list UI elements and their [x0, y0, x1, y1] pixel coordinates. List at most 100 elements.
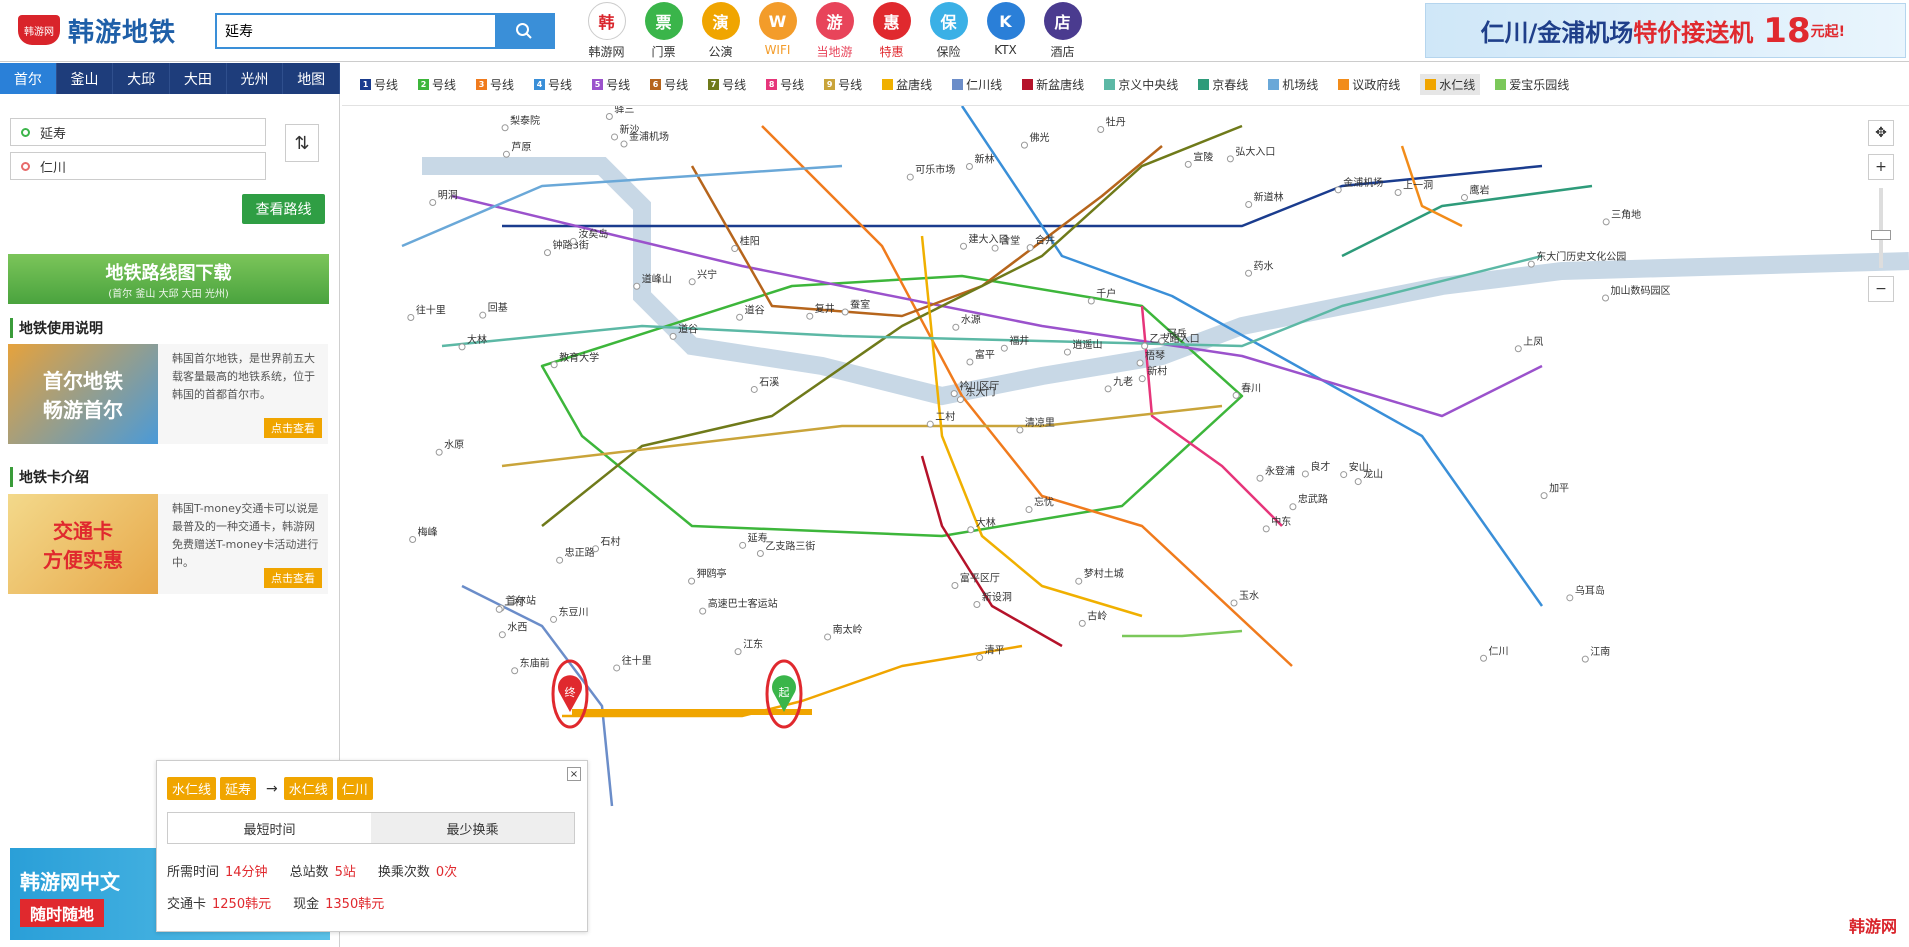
line-tab[interactable]: 新盆唐线 — [1022, 76, 1084, 93]
map-download-banner[interactable]: 地铁路线图下载 (首尔 釜山 大邱 大田 光州) — [8, 254, 329, 304]
usage-card[interactable]: 首尔地铁 畅游首尔 韩国首尔地铁，是世界前五大载客量最高的地铁系统，位于韩国的首… — [8, 344, 328, 444]
line-tab[interactable]: 京义中央线 — [1104, 76, 1178, 93]
station-label: 梨泰院 — [510, 114, 540, 127]
line-tab[interactable]: 水仁线 — [1420, 73, 1481, 95]
city-tab[interactable]: 地图 — [283, 63, 341, 94]
zoom-slider[interactable] — [1871, 188, 1891, 268]
station-dot — [1245, 200, 1253, 208]
station-dot — [620, 140, 628, 148]
city-tab[interactable]: 光州 — [227, 63, 284, 94]
tab-least-transfer[interactable]: 最少换乘 — [371, 813, 574, 843]
zoom-slider-handle[interactable] — [1871, 230, 1891, 240]
query-route-button[interactable]: 查看路线 — [242, 194, 325, 224]
from-station-field[interactable]: 延寿 — [10, 118, 266, 146]
line-color-icon — [1198, 78, 1210, 90]
search-input[interactable] — [217, 15, 497, 47]
line-tab-label: 新盆唐线 — [1036, 77, 1085, 92]
station-dot — [1581, 655, 1589, 663]
line-tab[interactable]: 爱宝乐园线 — [1495, 76, 1569, 93]
tmoney-fare-label: 交通卡 — [167, 897, 207, 912]
subway-line — [690, 145, 1163, 318]
nav-item[interactable]: 保保险 — [920, 2, 977, 60]
nav-item[interactable]: 惠特惠 — [863, 2, 920, 60]
city-tab[interactable]: 首尔 — [0, 63, 57, 94]
station-label: 安山 — [1349, 461, 1369, 474]
logo-text: 韩游地铁 — [68, 17, 177, 48]
zoom-controls: ✥ + − — [1868, 120, 1894, 310]
subway-map[interactable]: 清凉里钟路3街东大门首尔站乙支路入口乙支路三街弘大入口合井新道林九老金浦机场江南… — [342, 106, 1909, 947]
pan-button[interactable]: ✥ — [1868, 120, 1894, 146]
line-tab-label: 盆唐线 — [896, 77, 933, 92]
time-label: 所需时间 — [167, 865, 220, 880]
close-popup-button[interactable]: × — [567, 767, 581, 781]
zoom-out-button[interactable]: − — [1868, 276, 1894, 302]
city-tab[interactable]: 大邱 — [113, 63, 171, 94]
city-tab[interactable]: 釜山 — [57, 63, 114, 94]
city-tab[interactable]: 大田 — [170, 63, 227, 94]
station-label: 富平 — [975, 348, 995, 361]
route-path: 水仁线 延寿 → 水仁线 仁川 — [167, 777, 377, 800]
station-dot — [1514, 345, 1522, 353]
station-label: 中东 — [1271, 515, 1291, 528]
station-dot — [569, 237, 577, 245]
usage-view-link[interactable]: 点击查看 — [264, 418, 322, 438]
subway-line — [960, 106, 1544, 607]
nav-label: KTX — [994, 43, 1017, 57]
station-label: 永登浦 — [1265, 464, 1295, 477]
station-label: 鹰岩 — [1469, 184, 1489, 197]
station-label: 东豆川 — [559, 605, 589, 618]
station-label: 加平 — [1549, 483, 1569, 495]
line-tab[interactable]: 议政府线 — [1338, 76, 1400, 93]
nav-item[interactable]: 韩韩游网 — [578, 2, 635, 60]
line-tab-label: 号线 — [664, 77, 689, 92]
station-label: 道谷 — [745, 303, 765, 316]
station-label: 上一洞 — [1403, 180, 1433, 192]
tab-shortest-time[interactable]: 最短时间 — [168, 813, 371, 843]
line-color-icon: 7 — [708, 78, 720, 90]
station-label: 宣陵 — [1193, 150, 1213, 163]
to-station-field[interactable]: 仁川 — [10, 152, 266, 180]
search-box — [215, 13, 555, 49]
airport-transfer-banner[interactable]: 仁川/金浦机场 特价接送机 18 元起! — [1425, 3, 1906, 58]
station-dot — [502, 150, 510, 158]
nav-item[interactable]: 演公演 — [692, 2, 749, 60]
line-tab[interactable]: 仁川线 — [952, 76, 1002, 93]
line-tab[interactable]: 京春线 — [1198, 76, 1248, 93]
nav-item[interactable]: 票门票 — [635, 2, 692, 60]
station-label: 新道林 — [1254, 190, 1284, 203]
station-label: 蚕室 — [850, 298, 870, 311]
swap-stations-button[interactable]: ⇅ — [285, 124, 319, 162]
nav-item[interactable]: 游当地游 — [806, 2, 863, 60]
line-tab[interactable]: 机场线 — [1268, 76, 1318, 93]
station-dot — [906, 173, 914, 181]
search-button[interactable] — [495, 15, 553, 47]
subway-map-svg: 清凉里钟路3街东大门首尔站乙支路入口乙支路三街弘大入口合井新道林九老金浦机场江南… — [401, 106, 1909, 807]
zoom-in-button[interactable]: + — [1868, 154, 1894, 180]
station-dot — [966, 358, 974, 366]
site-logo[interactable]: 韩游网 韩游地铁 — [18, 10, 193, 50]
tmoney-view-link[interactable]: 点击查看 — [264, 568, 322, 588]
line-tab[interactable]: 盆唐线 — [882, 76, 932, 93]
station-label: 富平区厅 — [960, 572, 1000, 585]
header: 韩游网 韩游地铁 韩韩游网票门票演公演WWIFI游当地游惠特惠保保险KKTX店酒… — [0, 0, 1909, 62]
subway-line — [1140, 305, 1283, 527]
station-dot — [1078, 619, 1086, 627]
tmoney-card[interactable]: 交通卡 方便实惠 韩国T-money交通卡可以说是最普及的一种交通卡，韩游网免费… — [8, 494, 328, 594]
route-box: 延寿 仁川 — [10, 118, 266, 186]
subway-line — [540, 274, 1244, 538]
station-dot — [699, 607, 707, 615]
line-color-icon: 3 — [476, 78, 488, 90]
nav-item[interactable]: 店酒店 — [1034, 2, 1091, 60]
